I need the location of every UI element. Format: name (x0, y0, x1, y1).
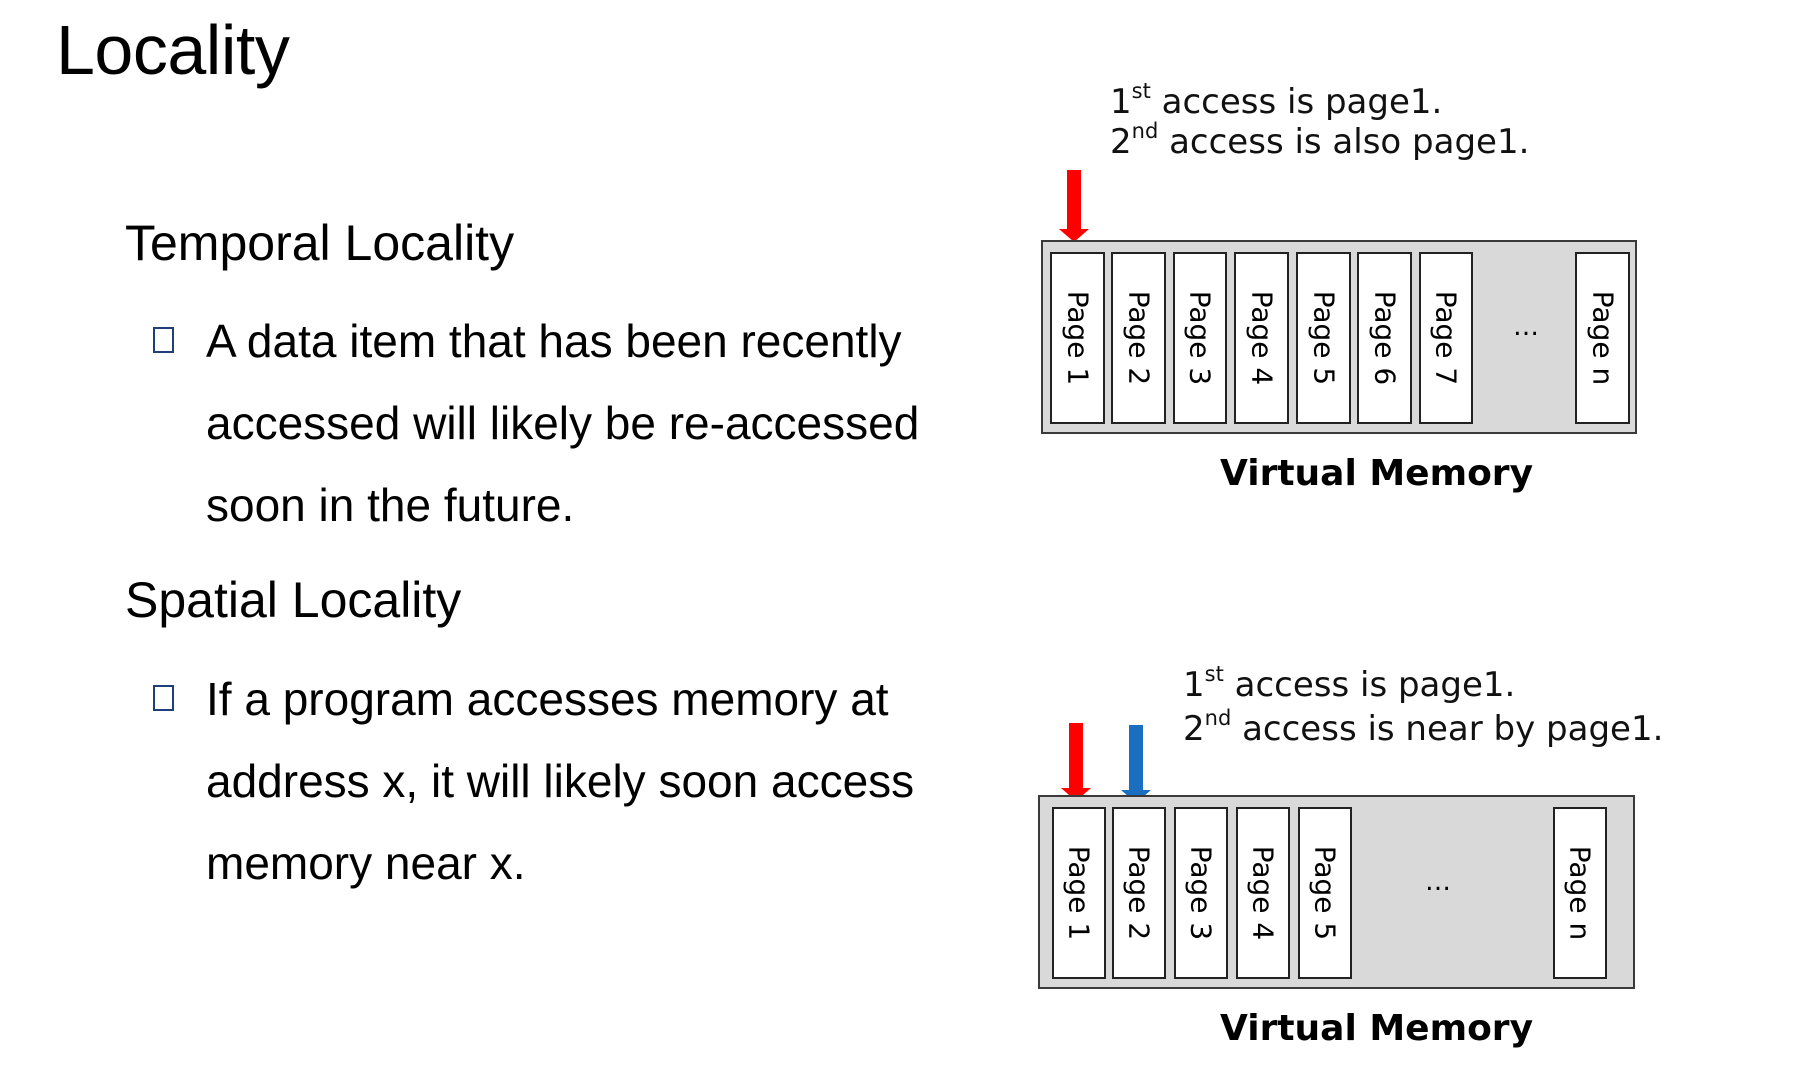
memory-page-last: Page n (1575, 252, 1630, 424)
square-bullet-icon (153, 327, 174, 353)
memory-page: Page 5 (1298, 807, 1352, 979)
spatial-access-note: 1st access is page1. 2nd access is near … (1183, 662, 1664, 750)
square-bullet-icon (153, 685, 174, 711)
memory-page: Page 4 (1234, 252, 1289, 424)
memory-ellipsis: … (1513, 312, 1539, 342)
spatial-locality-heading: Spatial Locality (125, 572, 462, 628)
memory-ellipsis: … (1425, 867, 1451, 897)
second-access-arrow (1121, 725, 1151, 803)
memory-page: Page 1 (1052, 807, 1106, 979)
spatial-note-line-2: 2nd access is near by page1. (1183, 706, 1664, 750)
page-title: Locality (56, 11, 290, 89)
memory-page: Page 4 (1236, 807, 1290, 979)
temporal-virtual-memory: Page 1 Page 2 Page 3 Page 4 Page 5 Page … (1041, 240, 1637, 434)
memory-page: Page 2 (1111, 252, 1166, 424)
first-access-arrow (1059, 170, 1089, 242)
temporal-note-line-2: 2nd access is also page1. (1110, 119, 1530, 163)
temporal-locality-heading: Temporal Locality (125, 215, 515, 271)
temporal-memory-caption: Virtual Memory (1220, 453, 1534, 494)
memory-page: Page 1 (1050, 252, 1105, 424)
memory-page: Page 2 (1112, 807, 1166, 979)
temporal-access-note: 1st access is page1. 2nd access is also … (1110, 79, 1530, 163)
memory-page-last: Page n (1553, 807, 1607, 979)
memory-page: Page 5 (1296, 252, 1351, 424)
memory-page: Page 6 (1357, 252, 1412, 424)
memory-page: Page 3 (1173, 252, 1227, 424)
temporal-note-line-1: 1st access is page1. (1110, 79, 1443, 123)
spatial-memory-caption: Virtual Memory (1220, 1008, 1534, 1049)
spatial-note-line-1: 1st access is page1. (1183, 662, 1516, 706)
spatial-bullet-text: If a program accesses memory at address … (206, 673, 915, 889)
memory-page: Page 3 (1174, 807, 1228, 979)
temporal-bullet-text: A data item that has been recently acces… (206, 315, 920, 531)
memory-page: Page 7 (1419, 252, 1473, 424)
spatial-virtual-memory: Page 1 Page 2 Page 3 Page 4 Page 5 … Pag… (1038, 795, 1635, 989)
first-access-arrow (1061, 723, 1091, 801)
